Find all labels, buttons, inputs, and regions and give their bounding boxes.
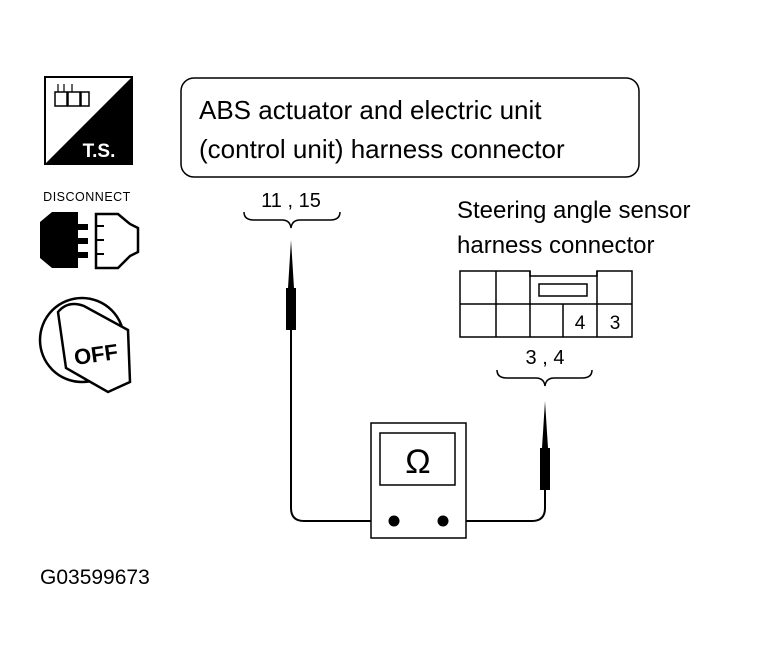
meter-terminal-left <box>388 515 400 527</box>
steering-connector-face: 4 3 <box>459 270 633 338</box>
figure-id: G03599673 <box>40 566 150 589</box>
abs-box-line2: (control unit) harness connector <box>199 134 565 164</box>
ohm-symbol: Ω <box>405 443 430 481</box>
off-label: OFF <box>72 339 119 370</box>
right-probe <box>540 401 550 508</box>
trouble-shooting-icon: T.S. <box>44 76 133 165</box>
disconnect-label: DISCONNECT <box>43 190 131 204</box>
disconnect-icon: DISCONNECT <box>40 190 140 270</box>
abs-connector-callout: ABS actuator and electric unit (control … <box>180 77 640 178</box>
abs-box-line1: ABS actuator and electric unit <box>199 95 542 125</box>
left-probe <box>286 240 296 508</box>
steering-connector-line1: Steering angle sensor <box>457 197 690 224</box>
ts-label: T.S. <box>83 141 116 162</box>
meter-terminal-right <box>437 515 449 527</box>
abs-terminals-label: 11 , 15 <box>261 190 321 212</box>
ignition-off-icon: OFF <box>38 296 132 394</box>
abs-terminals-brace <box>243 211 341 229</box>
pin-4-label: 4 <box>575 313 586 334</box>
steering-connector-line2: harness connector <box>457 232 654 259</box>
steering-terminals-label: 3 , 4 <box>526 347 565 369</box>
steering-terminals-brace <box>496 369 593 387</box>
left-lead-wire <box>290 507 394 522</box>
right-lead-wire <box>443 507 546 522</box>
ohmmeter: Ω <box>370 422 467 539</box>
pin-3-label: 3 <box>610 313 621 334</box>
